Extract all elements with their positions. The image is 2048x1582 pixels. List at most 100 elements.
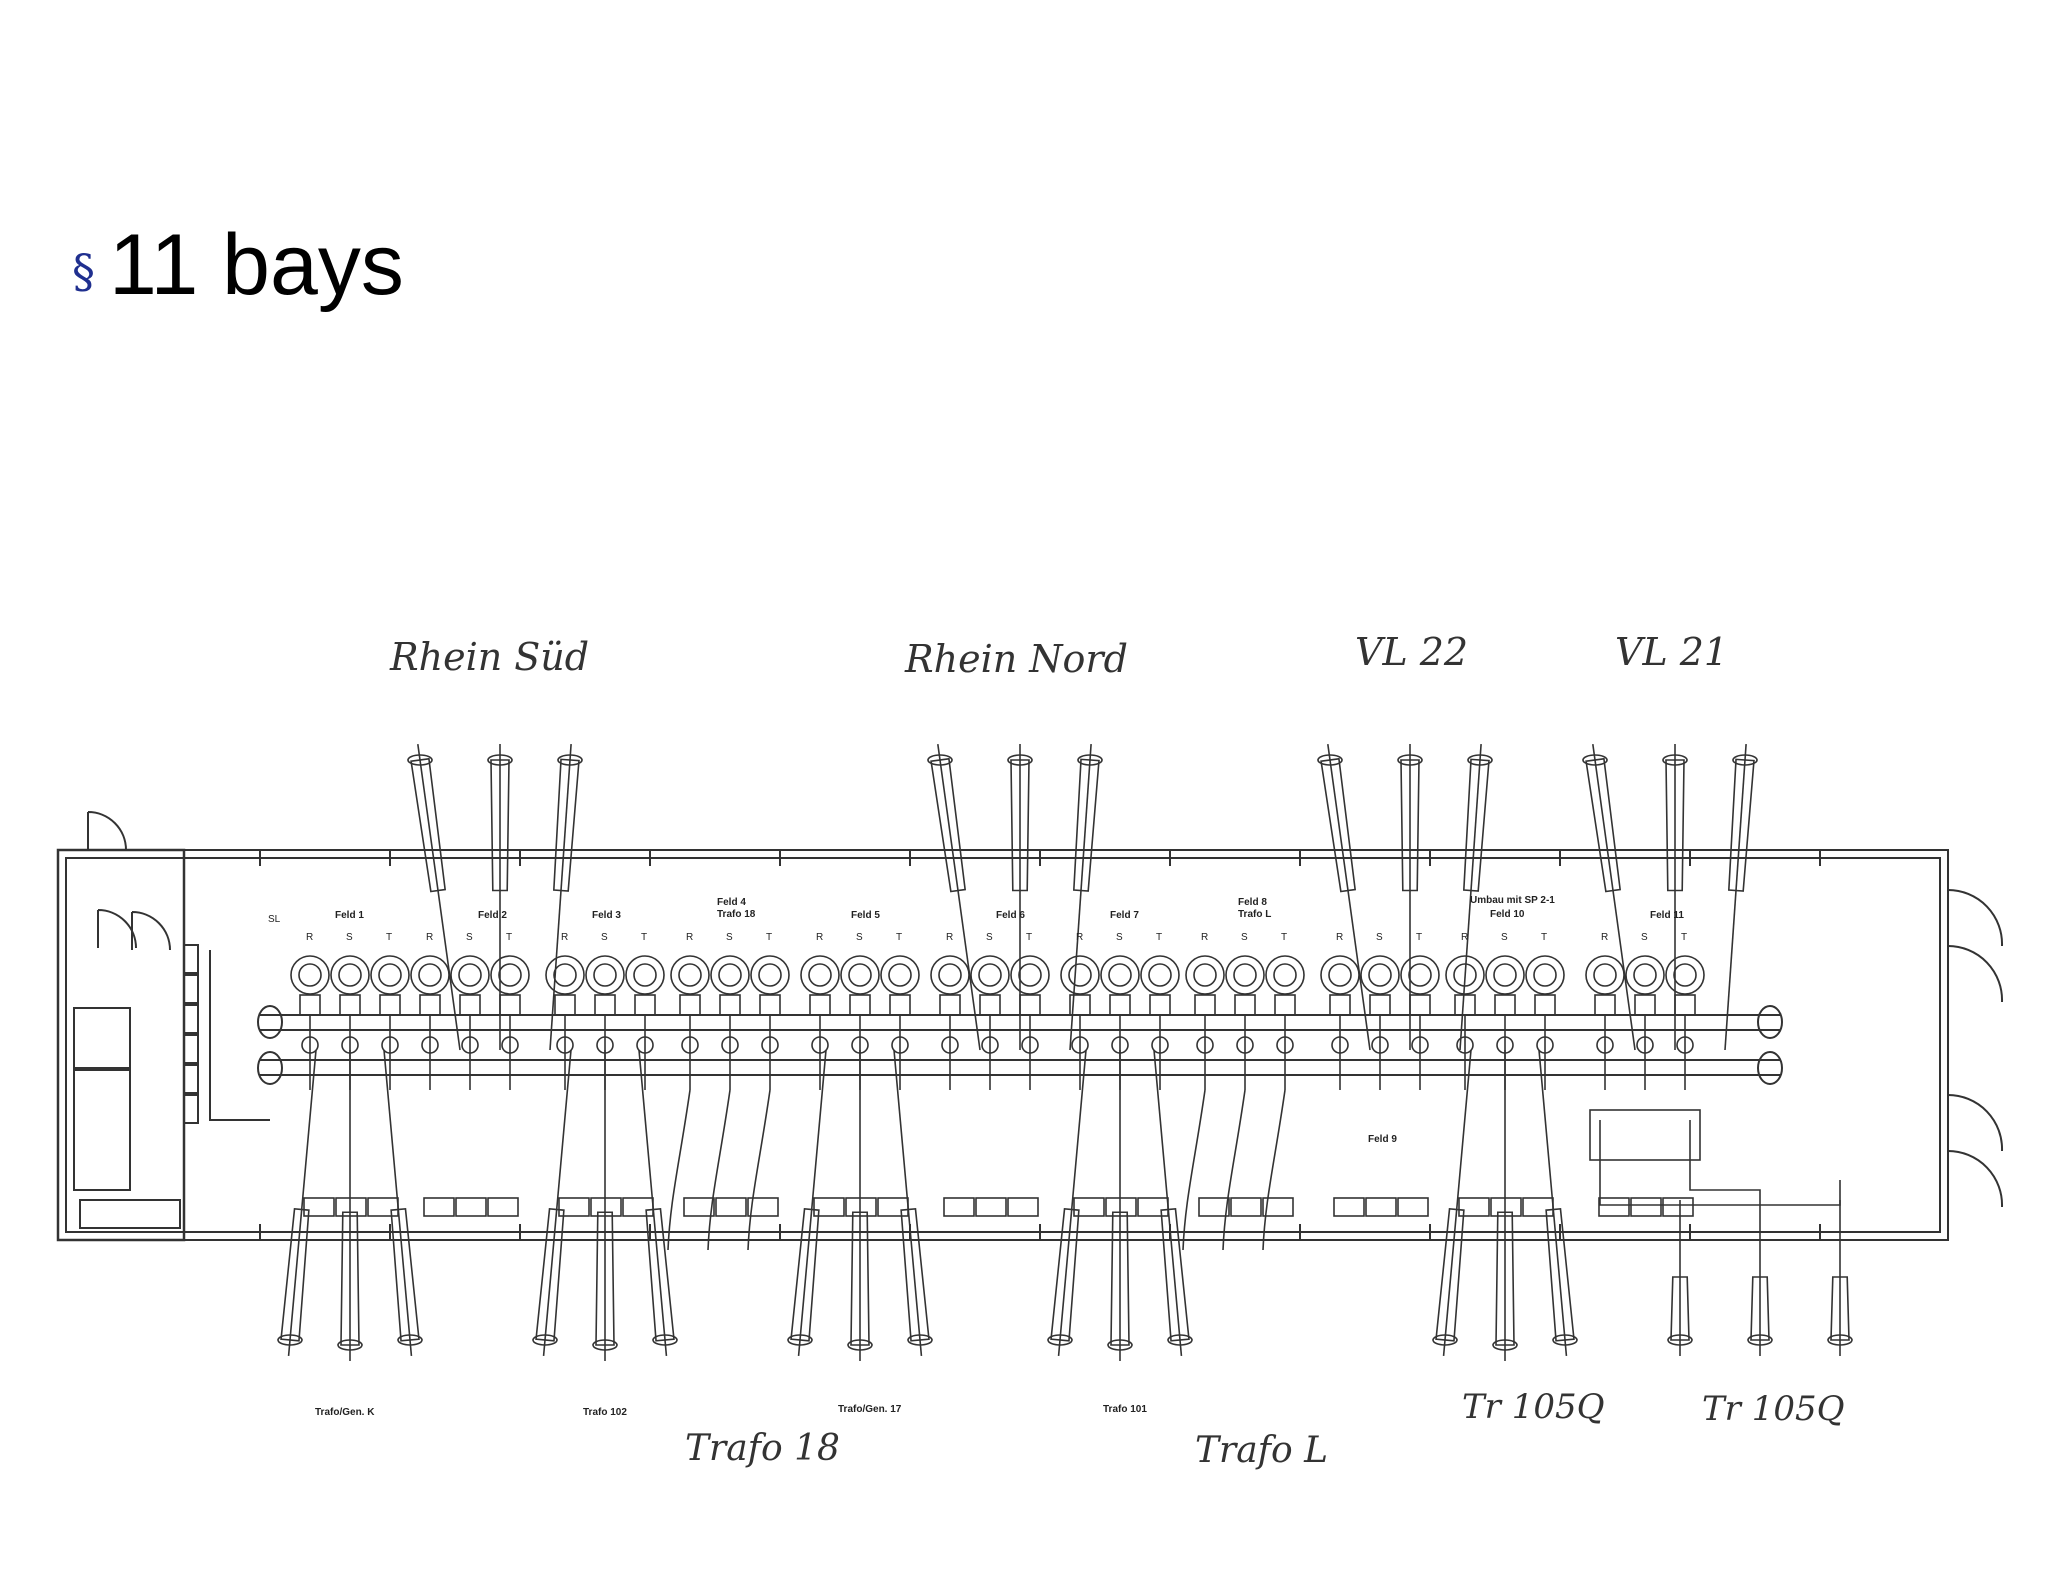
bay-label: Feld 8 (1238, 897, 1267, 908)
bay (927, 743, 1103, 1217)
door-icon (1947, 1094, 2004, 1208)
phase-label: R (306, 932, 313, 943)
local-control-panel (1522, 1197, 1554, 1217)
breaker (1525, 955, 1565, 1090)
breaker (880, 955, 920, 1090)
local-control-panel (1397, 1197, 1429, 1217)
phase-label: S (1641, 932, 1648, 943)
door-icon (97, 909, 137, 949)
phase-label: S (1241, 932, 1248, 943)
local-control-panel (683, 1197, 715, 1217)
local-control-panel (622, 1197, 654, 1217)
busbar-end-cap (1757, 1051, 1783, 1085)
breaker (1360, 955, 1400, 1090)
local-control-panel (845, 1197, 877, 1217)
local-control-panel (943, 1197, 975, 1217)
breaker (625, 955, 665, 1090)
control-room-desk (79, 1199, 181, 1229)
feeder-label: VL 21 (1615, 630, 1728, 674)
bushing (1827, 1200, 1853, 1356)
breaker (545, 955, 585, 1090)
wall-support (1032, 849, 1048, 866)
door-icon (131, 911, 171, 951)
breaker (1060, 955, 1100, 1090)
phase-label: T (1156, 932, 1162, 943)
feeder-label: Rhein Nord (904, 637, 1128, 681)
phase-label: T (1416, 932, 1422, 943)
gis-duct (1599, 1120, 1841, 1206)
breaker (490, 955, 530, 1090)
local-control-panel (1662, 1197, 1694, 1217)
breaker (1320, 955, 1360, 1090)
bushing (549, 743, 583, 1051)
transformer-label: Tr 105Q (1702, 1389, 1845, 1429)
rack-panel (183, 1004, 199, 1034)
breaker (710, 955, 750, 1090)
bushing (532, 1049, 572, 1357)
busbar-end-cap (257, 1005, 283, 1039)
phase-label: S (1116, 932, 1123, 943)
breaker (1140, 955, 1180, 1090)
bay (1047, 955, 1193, 1361)
bay-label: Feld 2 (478, 910, 507, 921)
bushing (893, 1049, 933, 1357)
wall-support (512, 1224, 528, 1241)
local-control-panel (1333, 1197, 1365, 1217)
cable (1262, 1089, 1286, 1251)
breaker (1225, 955, 1265, 1090)
bushing (1662, 744, 1688, 1050)
control-room-cabinet (73, 1069, 131, 1191)
cable (1182, 1089, 1206, 1251)
transformer-label: Tr 105Q (1462, 1387, 1605, 1427)
local-control-panel (1630, 1197, 1662, 1217)
cable (667, 1089, 691, 1251)
wall-support (1422, 849, 1438, 866)
transformer-label: Trafo L (1195, 1430, 1328, 1471)
bullet-icon: § (72, 244, 95, 298)
bay-label: Feld 6 (996, 910, 1025, 921)
wall-support (772, 849, 788, 866)
breaker (1665, 955, 1705, 1090)
local-control-panel (1490, 1197, 1522, 1217)
control-room-cabinet (73, 1007, 131, 1069)
bushing (277, 1049, 317, 1357)
local-control-panel (715, 1197, 747, 1217)
transformer-label: Trafo 102 (583, 1407, 627, 1418)
breaker (930, 955, 970, 1090)
wall-support (1812, 1224, 1828, 1241)
phase-label: SL (268, 914, 281, 925)
rack-panel (183, 974, 199, 1004)
breaker (370, 955, 410, 1090)
breaker (670, 955, 710, 1090)
bay-label: Umbau mit SP 2-1 (1470, 895, 1555, 906)
breaker (290, 955, 330, 1090)
bushing (1582, 744, 1636, 1051)
local-control-panel (487, 1197, 519, 1217)
local-control-panel (1230, 1197, 1262, 1217)
bushing (847, 1050, 873, 1361)
transformer-label: Trafo/Gen. 17 (838, 1404, 902, 1415)
bay (407, 743, 583, 1217)
bushing (337, 1050, 363, 1361)
bay-label: Feld 3 (592, 910, 621, 921)
wall-support (1032, 1224, 1048, 1241)
bushing (383, 1049, 423, 1357)
bushing (1492, 1050, 1518, 1361)
bay-label: Feld 1 (335, 910, 364, 921)
local-control-panel (747, 1197, 779, 1217)
wall-support (252, 849, 268, 866)
bay-label: Trafo 18 (717, 909, 756, 920)
bay-label: Feld 11 (1650, 910, 1684, 921)
local-control-panel (1262, 1197, 1294, 1217)
bushing (1107, 1050, 1133, 1361)
bay (1317, 743, 1493, 1217)
feeder-label: Rhein Süd (389, 635, 589, 679)
wall-support (1552, 1224, 1568, 1241)
breaker (1625, 955, 1665, 1090)
wall-support (512, 849, 528, 866)
phase-label: T (766, 932, 772, 943)
phase-label: S (986, 932, 993, 943)
bushing (1007, 744, 1033, 1050)
local-control-panel (367, 1197, 399, 1217)
